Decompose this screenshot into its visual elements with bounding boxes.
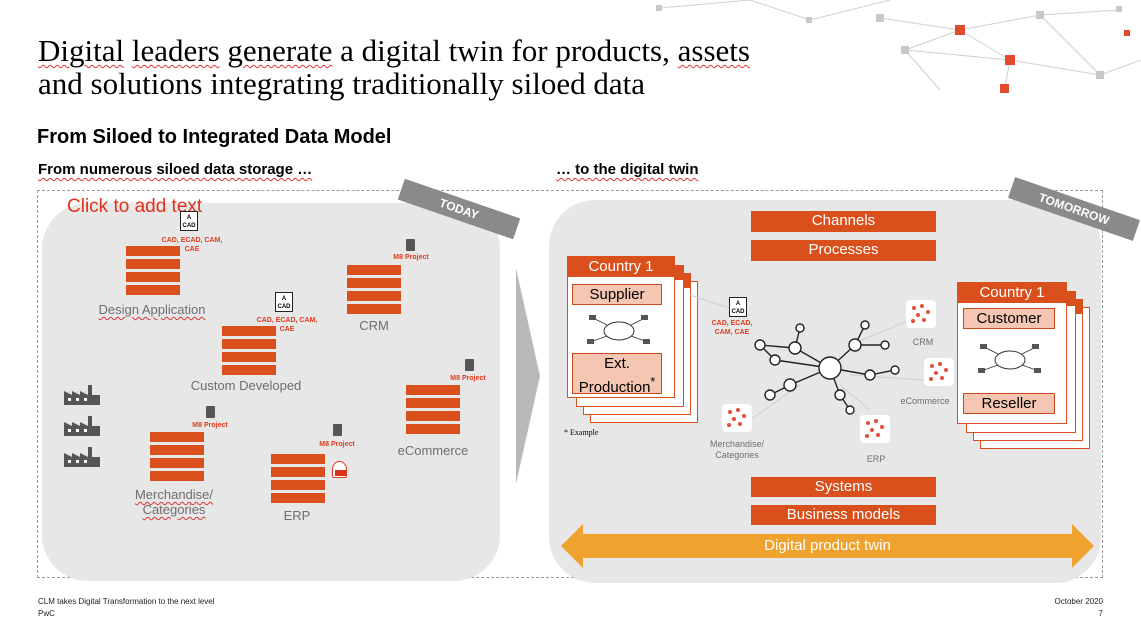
custom-database-stack <box>222 326 276 378</box>
ecommerce-database-stack <box>406 385 460 437</box>
crm-cluster-icon <box>906 300 936 328</box>
cad-label: CAD, ECAD, CAM, CAE <box>256 317 318 333</box>
crm-node-label: CRM <box>912 337 934 347</box>
project-label: M8 Project <box>450 375 486 382</box>
country-card-header: Country 1 <box>958 283 1066 303</box>
custom-developed-label: Custom Developed <box>190 378 302 393</box>
cad-label: CAD, ECAD, CAM, CAE <box>161 237 223 253</box>
processes-box: Processes <box>751 240 936 261</box>
erp-database-stack <box>271 454 325 506</box>
project-file-icon <box>333 424 342 436</box>
ext-production-box: Ext. Production* <box>572 353 662 396</box>
footer-right: October 2020 7 <box>1054 597 1103 618</box>
design-application-label: Design Application <box>98 302 206 317</box>
project-file-icon <box>206 406 215 418</box>
erp-cluster-icon <box>860 415 890 443</box>
pdf-file-icon <box>332 461 347 478</box>
customer-box: Customer <box>963 308 1055 329</box>
right-heading: … to the digital twin <box>556 161 699 178</box>
business-models-box: Business models <box>751 505 936 525</box>
erp-node-label: ERP <box>866 454 886 464</box>
digital-twin-label: Digital product twin <box>764 537 891 554</box>
ecommerce-cluster-icon <box>924 358 954 386</box>
transition-arrow <box>516 268 540 484</box>
project-label: M8 Project <box>393 254 429 261</box>
slide-title: Digital leaders generate a digital twin … <box>38 33 750 101</box>
text-placeholder[interactable]: Click to add text <box>67 196 203 217</box>
channels-box: Channels <box>751 211 936 232</box>
crm-label: CRM <box>359 318 389 333</box>
ecommerce-node-label: eCommerce <box>900 396 950 406</box>
cad-label: CAD, ECAD, CAM, CAE <box>711 320 753 336</box>
factory-icon <box>64 416 100 436</box>
project-file-icon <box>465 359 474 371</box>
systems-box: Systems <box>751 477 936 497</box>
erp-label: ERP <box>283 508 311 523</box>
project-label: M8 Project <box>319 441 355 448</box>
merchandise-label: Merchandise/ Categories <box>134 487 214 517</box>
factory-icon <box>64 447 100 467</box>
ecommerce-label: eCommerce <box>397 443 469 458</box>
entity-sketch-icon <box>978 344 1041 373</box>
corner-network-decoration <box>656 0 1141 93</box>
digital-twin-arrow <box>561 524 1094 568</box>
data-network-hub <box>690 294 926 420</box>
diagram-frame <box>37 190 1103 578</box>
country-card-header: Country 1 <box>568 257 674 277</box>
project-file-icon <box>406 239 415 251</box>
reseller-box: Reseller <box>963 393 1055 414</box>
footer-left: CLM takes Digital Transformation to the … <box>38 597 215 618</box>
merchandise-cluster-icon <box>722 404 752 432</box>
crm-database-stack <box>347 265 401 317</box>
factory-icon <box>64 385 100 405</box>
section-subtitle: From Siloed to Integrated Data Model <box>37 126 392 148</box>
design-database-stack <box>126 246 180 298</box>
supplier-box: Supplier <box>572 284 662 305</box>
left-heading: From numerous siloed data storage … <box>38 161 313 178</box>
merchandise-database-stack <box>150 432 204 484</box>
merchandise-node-label: Merchandise/ Categories <box>709 439 765 460</box>
entity-sketch-icon <box>587 315 650 344</box>
project-label: M8 Project <box>192 422 228 429</box>
example-footnote: * Example <box>564 428 599 437</box>
